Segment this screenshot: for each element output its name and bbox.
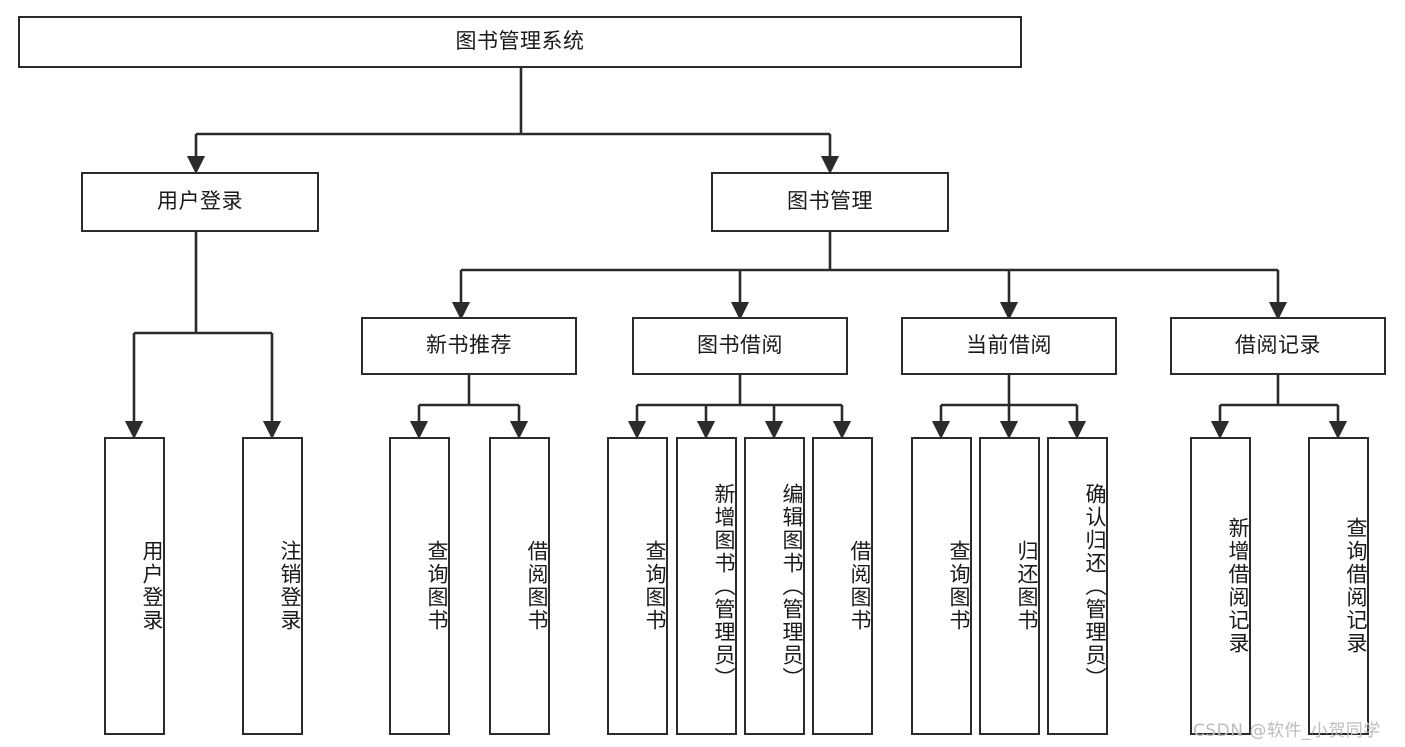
node-leaf-logout-login-label: 注销登录 [278,540,302,632]
node-leaf-query-record-label: 查询借阅记录 [1344,517,1368,655]
node-leaf-query-record[interactable]: 查询借阅记录 [1308,437,1369,735]
node-new-book-recommend-label: 新书推荐 [426,333,512,358]
node-leaf-borrow-book-1[interactable]: 借阅图书 [489,437,550,735]
node-borrow-record-label: 借阅记录 [1235,333,1321,358]
node-leaf-add-record[interactable]: 新增借阅记录 [1190,437,1251,735]
node-leaf-logout-login[interactable]: 注销登录 [242,437,303,735]
node-root-label: 图书管理系统 [455,29,585,54]
node-leaf-return-book-label: 归还图书 [1015,540,1039,632]
node-book-borrow-label: 图书借阅 [697,333,783,358]
node-user-login-label: 用户登录 [157,189,243,214]
node-book-manage[interactable]: 图书管理 [711,172,949,232]
node-leaf-borrow-book-2[interactable]: 借阅图书 [812,437,873,735]
node-leaf-query-book-1[interactable]: 查询图书 [389,437,450,735]
node-root[interactable]: 图书管理系统 [18,16,1022,68]
node-leaf-edit-book-label: 编辑图书（管理员） [780,482,804,690]
node-book-manage-label: 图书管理 [787,189,873,214]
node-leaf-user-login-label: 用户登录 [140,540,164,632]
node-leaf-query-book-2[interactable]: 查询图书 [607,437,668,735]
node-leaf-query-book-2-label: 查询图书 [643,540,667,632]
node-user-login[interactable]: 用户登录 [81,172,319,232]
node-current-borrow-label: 当前借阅 [966,333,1052,358]
node-leaf-query-book-1-label: 查询图书 [425,540,449,632]
node-leaf-add-record-label: 新增借阅记录 [1226,517,1250,655]
node-current-borrow[interactable]: 当前借阅 [901,317,1117,375]
csdn-watermark: CSDN @软件_小贺同学 [1193,721,1381,741]
node-leaf-add-book[interactable]: 新增图书（管理员） [676,437,737,735]
node-new-book-recommend[interactable]: 新书推荐 [361,317,577,375]
node-leaf-confirm-return[interactable]: 确认归还（管理员） [1047,437,1108,735]
node-leaf-confirm-return-label: 确认归还（管理员） [1083,482,1107,690]
node-leaf-query-book-3-label: 查询图书 [947,540,971,632]
node-leaf-user-login[interactable]: 用户登录 [104,437,165,735]
node-leaf-add-book-label: 新增图书（管理员） [712,482,736,690]
node-leaf-edit-book[interactable]: 编辑图书（管理员） [744,437,805,735]
node-book-borrow[interactable]: 图书借阅 [632,317,848,375]
node-borrow-record[interactable]: 借阅记录 [1170,317,1386,375]
node-leaf-borrow-book-1-label: 借阅图书 [525,540,549,632]
node-leaf-return-book[interactable]: 归还图书 [979,437,1040,735]
node-leaf-query-book-3[interactable]: 查询图书 [911,437,972,735]
node-leaf-borrow-book-2-label: 借阅图书 [848,540,872,632]
